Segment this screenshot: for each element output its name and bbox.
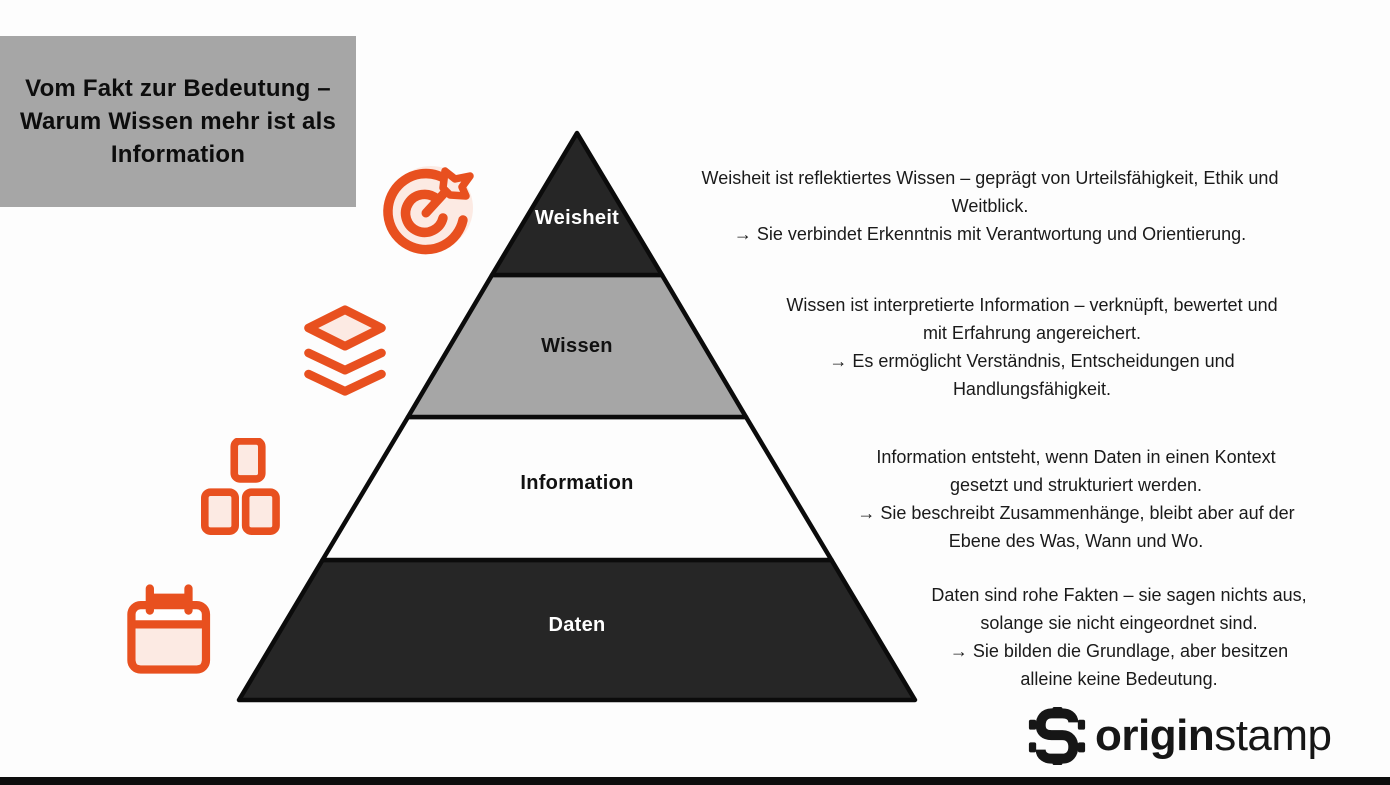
annotation-information: Information entsteht, wenn Daten in eine… [857, 447, 1295, 551]
target-dart-icon [383, 166, 474, 255]
annotation-daten: Daten sind rohe Fakten – sie sagen nicht… [931, 585, 1307, 689]
bottom-border-bar [0, 777, 1390, 785]
annotation-wissen: Wissen ist interpretierte Information – … [786, 295, 1278, 399]
pyramid-tier-weisheit [489, 130, 665, 278]
originstamp-logo: originstamp [1028, 706, 1332, 766]
tier-label-wissen: Wissen [541, 335, 613, 357]
logo-text-origin: origin [1095, 711, 1215, 760]
annotation-weisheit: Weisheit ist reflektiertes Wissen – gepr… [701, 168, 1279, 244]
blocks-icon [201, 438, 280, 535]
tier-label-daten: Daten [548, 614, 606, 636]
originstamp-s-icon [1028, 707, 1086, 765]
logo-text-stamp: stamp [1214, 711, 1332, 760]
layers-icon [304, 305, 386, 396]
title-box: Vom Fakt zur Bedeutung – Warum Wissen me… [0, 36, 356, 207]
logo-wordmark: originstamp [1095, 706, 1332, 766]
calendar-icon [127, 584, 211, 674]
tier-label-information: Information [520, 472, 634, 494]
page-title: Vom Fakt zur Bedeutung – Warum Wissen me… [20, 75, 336, 168]
dikw-pyramid [236, 130, 918, 703]
tier-label-weisheit: Weisheit [534, 207, 620, 229]
